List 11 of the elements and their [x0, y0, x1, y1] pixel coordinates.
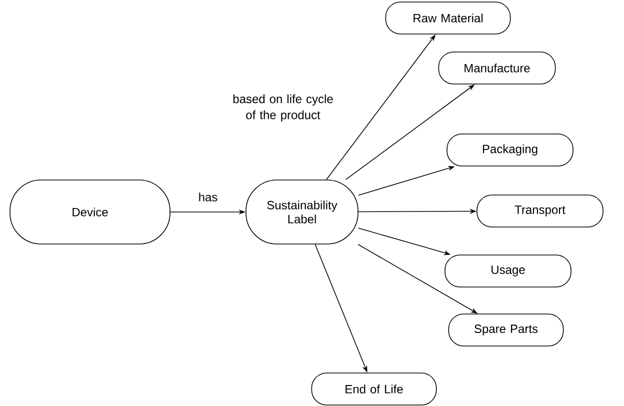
rounded-box: Manufacture	[438, 52, 556, 84]
edge-label: based on life cycle of the product	[233, 94, 333, 122]
rounded-box: Spare Parts	[448, 314, 564, 346]
process-box: Device	[10, 180, 170, 244]
rounded-box: End of Life	[311, 372, 437, 406]
process-box: Sustainability Label	[246, 180, 358, 244]
rounded-box: Usage	[444, 254, 572, 288]
rounded-box: Raw Material	[385, 2, 511, 34]
rounded-box: Packaging	[446, 134, 574, 166]
edge-label: has	[199, 192, 218, 202]
rounded-box: Transport	[476, 194, 604, 228]
